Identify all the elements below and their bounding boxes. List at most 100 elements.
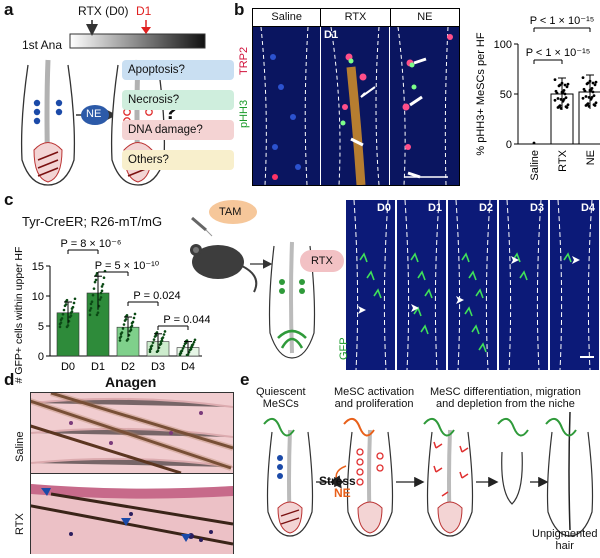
chart-b-point: [556, 106, 560, 109]
chart-c-point: [121, 327, 125, 330]
chart-c-point: [118, 336, 122, 340]
arrowhead-icon: [511, 256, 519, 264]
gfp-cell: [563, 252, 572, 263]
chart-c-point: [148, 348, 152, 352]
final-line2: hair: [555, 540, 574, 552]
stain-trp2: TRP2: [238, 46, 250, 75]
gfp-cell: [366, 270, 375, 281]
chart-b-pvalue-1: P < 1 × 10⁻¹⁵: [530, 15, 595, 27]
day-label: D4: [580, 202, 595, 214]
chart-b-point: [563, 83, 567, 87]
chart-c-point: [58, 322, 62, 326]
panel-b-label: b: [234, 0, 245, 19]
histology-rtx: [31, 473, 233, 554]
chart-c-point: [128, 329, 132, 333]
chart-c-category-label: D1: [91, 361, 105, 373]
chart-b-point: [592, 94, 596, 97]
chart-c-point: [152, 338, 156, 341]
chart-c-point: [155, 350, 159, 354]
chart-b-point: [556, 97, 560, 100]
ne-label-e: NE: [334, 486, 351, 500]
row-label-rtx: RTX: [14, 513, 26, 535]
chart-b-point: [566, 103, 570, 107]
day-label: D1: [427, 202, 442, 214]
anagen-title: Anagen: [105, 374, 157, 390]
follicle-left-icon: [20, 59, 76, 186]
chart-c-point: [72, 301, 76, 305]
chart-b-point: [564, 96, 568, 99]
chart-b-point: [594, 101, 598, 105]
tam-ellipse: [209, 200, 257, 224]
stage1-line1: Quiescent: [256, 386, 306, 398]
micrograph-d4: D4: [550, 200, 599, 370]
condition-rtx: RTX: [321, 9, 391, 26]
rtx-label-c: RTX: [311, 255, 333, 267]
chart-c-point: [99, 291, 103, 295]
chart-c-point: [182, 344, 186, 348]
micrograph-outline: [455, 200, 461, 370]
arrowhead-icon: [358, 306, 366, 314]
chart-c-category-label: D0: [61, 361, 75, 373]
chart-c-ytick-label: 0: [38, 351, 44, 363]
chart-b-point: [553, 78, 557, 81]
chart-c-point: [102, 276, 106, 280]
chart-b-point: [562, 98, 566, 101]
day-label: D3: [529, 202, 544, 214]
gfp-cell: [420, 324, 429, 335]
chart-b-point: [586, 81, 590, 85]
chart-b-ytick-label: 0: [506, 139, 512, 151]
rtx-d0-label: RTX (D0): [78, 4, 129, 18]
stage3-line2: and depletion from the niche: [436, 398, 575, 410]
panel-c-micrographs: D0 D1 D2 D3 D4: [346, 200, 600, 370]
condition-ne: NE: [417, 11, 433, 23]
chart-b-point: [591, 90, 595, 94]
chart-c-point: [193, 338, 197, 342]
chart-c-point: [58, 325, 62, 329]
ne-ellipse: [81, 105, 109, 125]
stress-label: Stress: [319, 474, 356, 488]
micrograph-outline: [557, 200, 563, 370]
chart-b-point: [558, 83, 562, 87]
chart-c-ylabel: # GFP+ cells within upper HF: [13, 247, 25, 384]
stage2-line1: MeSC activation: [334, 386, 415, 398]
genotype-label: Tyr-CreER; R26-mT/mG: [22, 214, 163, 229]
d1-label: D1: [136, 4, 152, 18]
micrograph-saline: [253, 27, 320, 185]
day-label: D0: [376, 202, 391, 214]
day-label-d1: D1: [324, 29, 339, 41]
chart-b-point: [592, 103, 596, 106]
chart-b-point: [581, 96, 585, 100]
chart-c-point: [119, 332, 123, 336]
micrograph-outline: [434, 200, 440, 370]
option-apoptosis: Apoptosis?: [122, 60, 234, 80]
option-necrosis: Necrosis?: [122, 90, 234, 110]
micrograph-ne: [390, 27, 459, 185]
arrowhead-icon: [572, 256, 580, 264]
chart-b-point: [565, 85, 569, 89]
stage2-line2: and proliferation: [334, 398, 414, 410]
stage3-line1: MeSC differentiation, migration: [430, 386, 581, 398]
panel-b-micrographs: Saline RTX NE D1: [252, 8, 460, 186]
chart-b-point: [584, 104, 588, 107]
panel-a-label: a: [4, 0, 14, 19]
chart-c-point: [68, 315, 72, 319]
chart-c-point: [178, 352, 182, 356]
panel-c-schematic: [190, 200, 339, 359]
gfp-cell: [424, 288, 433, 299]
chart-c-point: [101, 282, 105, 286]
micrograph-outline: [383, 200, 389, 370]
chart-b-point: [594, 80, 598, 84]
micrograph-d3: D3: [499, 200, 548, 370]
chart-c-point: [61, 312, 65, 316]
micrograph-rtx: D1: [321, 27, 389, 185]
syringe-icon: [191, 216, 213, 237]
day-label: D2: [478, 202, 493, 214]
chart-b-point: [563, 92, 567, 96]
chart-c-point: [179, 350, 183, 353]
chart-c-point: [129, 325, 133, 329]
chart-c-point: [70, 307, 74, 310]
chart-c-category-label: D4: [181, 361, 195, 373]
chart-c-point: [183, 342, 187, 345]
